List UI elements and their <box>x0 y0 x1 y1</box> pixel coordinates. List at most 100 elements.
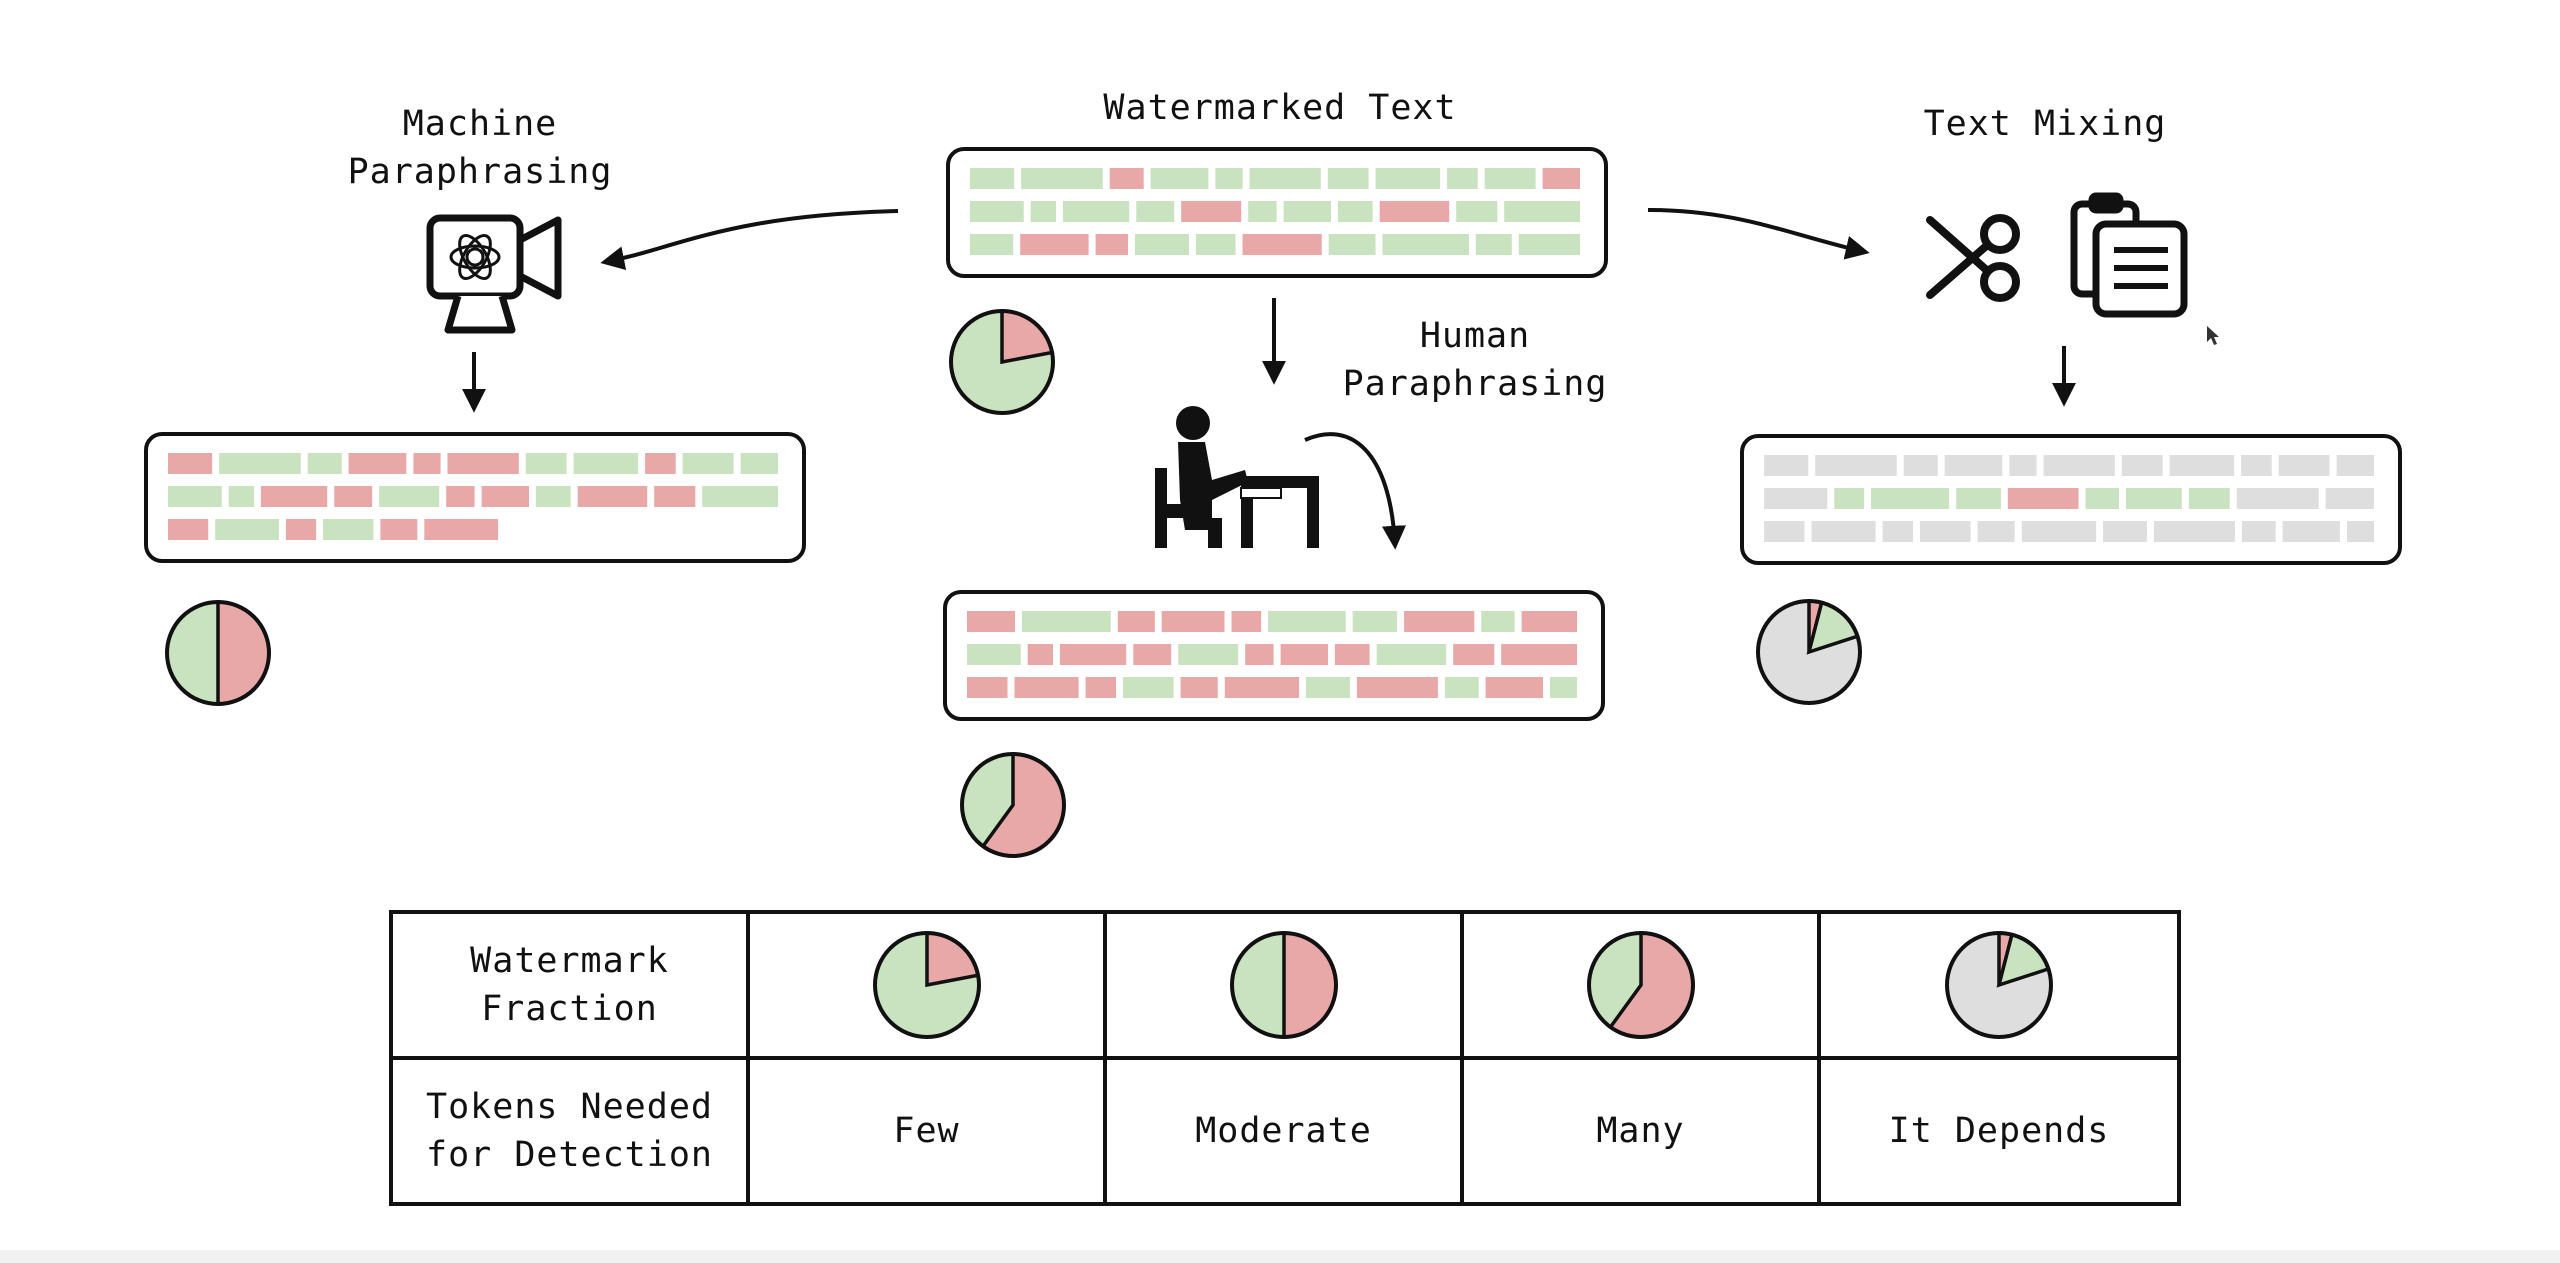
token-green <box>215 519 279 540</box>
token-gray <box>2241 521 2276 542</box>
token-gray <box>2241 455 2272 476</box>
row-header-tokens-needed: Tokens Needed for Detection <box>389 1056 750 1206</box>
token-green <box>1328 234 1376 255</box>
token-red <box>1245 644 1274 665</box>
token-green <box>535 486 571 507</box>
token-red <box>577 486 648 507</box>
token-green <box>1518 234 1580 255</box>
token-gray <box>2336 455 2374 476</box>
pie-outline <box>1756 599 1862 705</box>
token-green <box>1382 234 1469 255</box>
token-green <box>379 486 440 507</box>
token-green <box>1447 168 1478 189</box>
human-paraphrasing-label: Human Paraphrasing <box>1342 316 1608 404</box>
table-row-tokens-needed: Tokens Needed for Detection Few Moderate… <box>389 1056 2181 1206</box>
arrow-to-machine <box>600 209 899 271</box>
token-green <box>1956 488 2001 509</box>
token-red <box>1027 644 1053 665</box>
watermarked-text-label: Watermarked Text <box>1103 88 1457 128</box>
token-green <box>1871 488 1950 509</box>
token-strip <box>967 611 1577 698</box>
token-green <box>1484 168 1536 189</box>
token-red <box>1109 168 1144 189</box>
token-green <box>1248 201 1277 222</box>
scissors-icon <box>1926 214 2020 302</box>
token-green <box>1268 611 1346 632</box>
machine-paraphrasing-label: Machine Paraphrasing <box>347 104 613 192</box>
token-red <box>967 677 1008 698</box>
token-green <box>1481 611 1515 632</box>
token-red <box>1133 644 1172 665</box>
token-green <box>682 453 734 474</box>
token-green <box>228 486 254 507</box>
person-writing-at-desk-icon <box>1155 406 1319 548</box>
token-green <box>2188 488 2230 509</box>
token-green <box>740 453 778 474</box>
token-red <box>260 486 328 507</box>
token-red <box>380 519 418 540</box>
machine-pie <box>163 598 273 708</box>
token-gray <box>2236 488 2319 509</box>
table-cell-tokens: Moderate <box>1103 1056 1464 1206</box>
token-gray <box>1977 521 2015 542</box>
token-green <box>1550 677 1577 698</box>
token-gray <box>2103 521 2147 542</box>
token-gray <box>2009 455 2037 476</box>
token-gray <box>1920 521 1971 542</box>
token-red <box>1542 168 1580 189</box>
pie-outline <box>1229 931 1338 1039</box>
human-paraphrased-text-box <box>943 590 1605 721</box>
token-green <box>967 644 1021 665</box>
token-green <box>1062 201 1130 222</box>
token-red <box>1059 644 1127 665</box>
token-green <box>307 453 342 474</box>
pie-outline <box>949 309 1055 415</box>
human-pie <box>958 750 1068 860</box>
token-green <box>1337 201 1373 222</box>
token-red <box>424 519 499 540</box>
token-green <box>1376 644 1447 665</box>
token-green <box>1475 234 1512 255</box>
token-green <box>970 168 1015 189</box>
clipboard-paste-icon <box>2070 192 2188 318</box>
token-green <box>525 453 567 474</box>
token-red <box>645 453 676 474</box>
token-red <box>1404 611 1475 632</box>
token-green <box>1504 201 1580 222</box>
token-green <box>1178 644 1239 665</box>
token-red <box>654 486 696 507</box>
token-red <box>481 486 529 507</box>
token-red <box>1180 677 1218 698</box>
table-cell-pie <box>1460 910 1821 1060</box>
token-red <box>1181 201 1242 222</box>
token-red <box>1334 644 1370 665</box>
pie-outline <box>1586 931 1695 1039</box>
token-green <box>1375 168 1441 189</box>
summary-table: Watermark Fraction Tokens Needed for Det… <box>389 910 2181 1206</box>
token-red <box>334 486 373 507</box>
token-green <box>702 486 778 507</box>
token-red <box>1014 677 1079 698</box>
token-red <box>1242 234 1322 255</box>
pie-outline <box>872 931 981 1039</box>
token-red <box>413 453 441 474</box>
table-row-watermark-fraction: Watermark Fraction <box>389 910 2181 1060</box>
chatgpt-monitor-icon <box>426 214 562 334</box>
token-red <box>168 453 213 474</box>
token-gray <box>2169 455 2235 476</box>
token-gray <box>1815 455 1897 476</box>
token-gray <box>1882 521 1913 542</box>
token-gray <box>2021 521 2097 542</box>
token-gray <box>1764 488 1828 509</box>
token-gray <box>2153 521 2235 542</box>
token-red <box>1224 677 1300 698</box>
token-gray <box>2347 521 2374 542</box>
token-green <box>2126 488 2182 509</box>
token-red <box>1161 611 1225 632</box>
token-green <box>2085 488 2119 509</box>
token-gray <box>1944 455 2003 476</box>
token-green <box>1249 168 1321 189</box>
token-green <box>1123 677 1174 698</box>
